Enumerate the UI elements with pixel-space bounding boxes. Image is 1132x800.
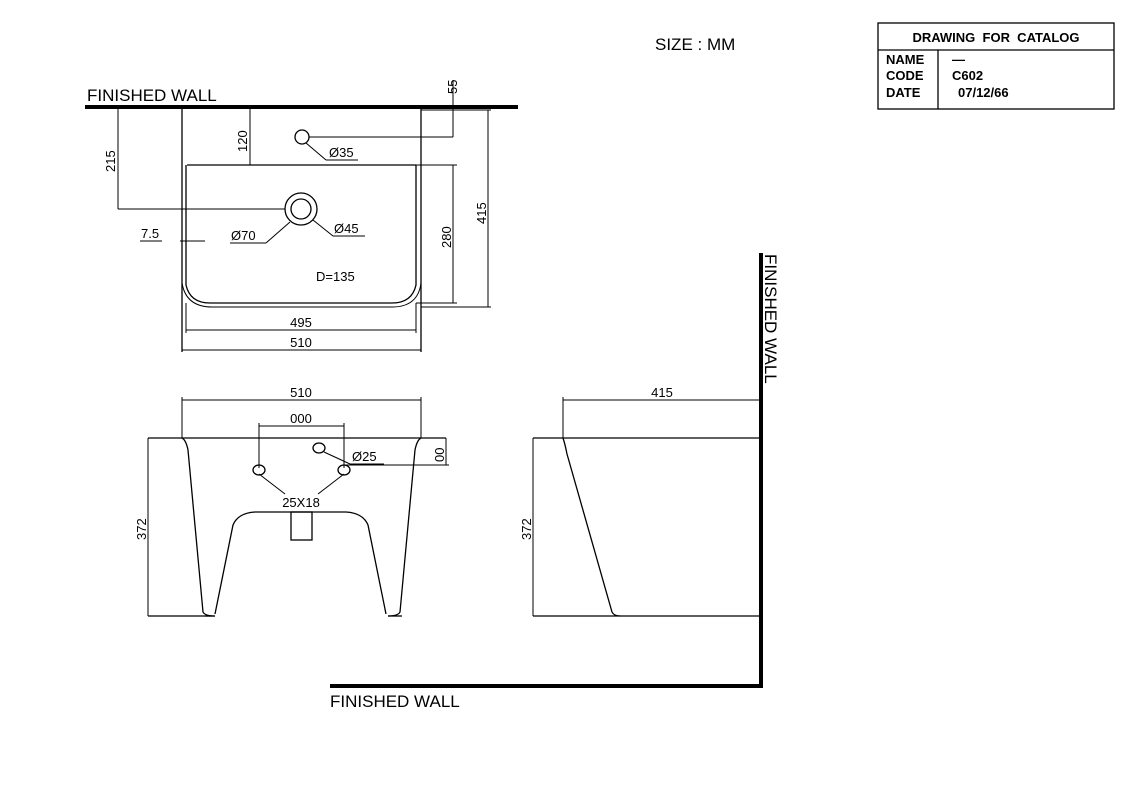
front-hole-left [252,464,266,476]
title-block-name-value: — [952,52,965,67]
top-view-wall-label: FINISHED WALL [87,86,217,105]
dim-280: 280 [439,226,454,248]
dim-offset: 00 [432,448,447,462]
dim-495: 495 [290,315,312,330]
title-block-name-label: NAME [886,52,925,67]
dim-415: 415 [474,202,489,224]
top-view: FINISHED WALL Ø35 Ø70 Ø45 7.5 D=135 [85,80,518,352]
callout-slot: 25X18 [282,495,320,510]
side-wall-bottom-label: FINISHED WALL [330,692,460,711]
callout-hole-45: Ø45 [334,221,359,236]
callout-hole-35: Ø35 [329,145,354,160]
dim-510-top: 510 [290,335,312,350]
dim-372-side: 372 [519,518,534,540]
side-view: 415 372 FINISHED WALL FINISHED WALL [330,253,780,711]
callout-depth: D=135 [316,269,355,284]
dim-215: 215 [103,150,118,172]
side-body-outline [562,437,621,617]
side-wall-right-label: FINISHED WALL [761,254,780,384]
basin-outline [185,165,417,304]
title-block-code-value: C602 [952,68,983,83]
tap-hole-35 [294,129,310,145]
drain-outer-70 [284,192,318,226]
front-view: 510 000 25X18 Ø25 372 00 [134,385,449,617]
title-block-date-value: 07/12/66 [958,85,1009,100]
dim-55: 55 [445,80,460,94]
callout-hole-25: Ø25 [352,449,377,464]
front-pedestal-inner [214,511,387,615]
title-block-heading: DRAWING FOR CATALOG [912,30,1079,45]
dim-372-front: 372 [134,518,149,540]
dim-120: 120 [235,130,250,152]
front-hole-tap [312,442,326,454]
front-slot [290,511,313,541]
size-label: SIZE : MM [655,35,735,54]
dim-7-5: 7.5 [141,226,159,241]
callout-hole-70: Ø70 [231,228,256,243]
title-block-date-label: DATE [886,85,921,100]
drain-inner-45 [290,198,312,220]
dim-415-side: 415 [651,385,673,400]
title-block: DRAWING FOR CATALOG NAME — CODE C602 DAT… [877,22,1115,110]
dim-hole-spacing: 000 [290,411,312,426]
title-block-code-label: CODE [886,68,924,83]
dim-510-front: 510 [290,385,312,400]
